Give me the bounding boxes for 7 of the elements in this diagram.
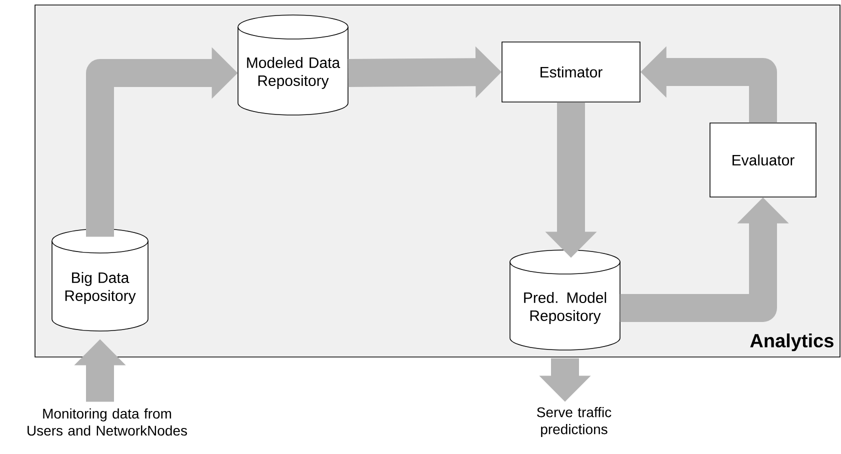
database-cylinder: Big Data Repository <box>52 228 148 332</box>
database-cylinder: Modeled Data Repository <box>238 14 348 116</box>
database-cylinder: Pred. Model Repository <box>510 250 620 350</box>
caption-text: Serve traffic predictions <box>537 406 612 437</box>
process-box: Evaluator <box>710 122 816 198</box>
caption-text: Monitoring data from Users and NetworkNodes <box>28 408 187 436</box>
process-box: Estimator <box>502 42 640 102</box>
